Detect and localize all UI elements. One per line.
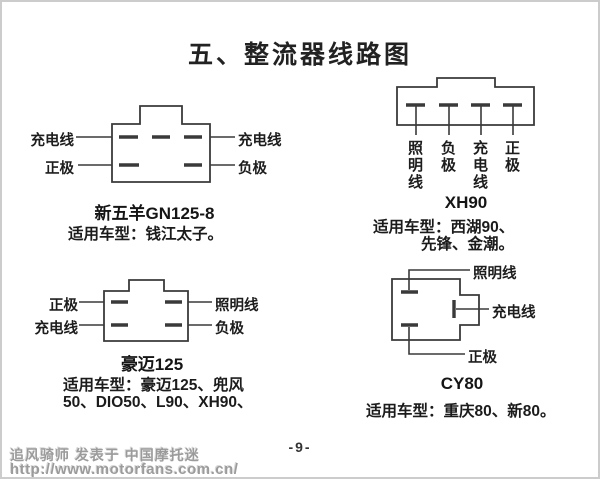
cy80-pin-label-charging: 充电线	[492, 305, 536, 321]
cy80-model-name: CY80	[440, 374, 484, 393]
haomai125-connector	[79, 279, 212, 342]
page-title: 五、整流器线路图	[187, 41, 412, 69]
xh90-applicable-models-line2: 先锋、金潮。	[421, 236, 515, 253]
haomai125-model-name: 豪迈125	[120, 355, 184, 374]
watermark-byline: 追风骑师 发表于 中国摩托迷	[10, 447, 200, 463]
haomai125-applicable-models-line1: 适用车型：豪迈125、兜风	[63, 377, 244, 394]
cy80-pin-label-positive: 正极	[468, 350, 497, 366]
cy80-pin-label-lighting: 照明线	[473, 266, 517, 282]
haomai125-applicable-models-line2: 50、DIO50、L90、XH90、	[63, 394, 253, 411]
xh90-model-name: XH90	[444, 193, 488, 212]
xh90-pin-label-lighting: 照明线	[407, 140, 423, 191]
haomai125-pin-label-positive: 正极	[49, 298, 78, 314]
haomai125-pin-label-charging: 充电线	[34, 321, 79, 337]
gn125-applicable-models: 适用车型：钱江太子。	[68, 226, 224, 243]
xh90-pin-label-positive: 正极	[504, 140, 520, 174]
gn125-pin-label-positive: 正极	[45, 161, 74, 177]
xh90-pin-label-negative: 负极	[440, 140, 456, 174]
haomai125-pin-label-negative: 负极	[215, 321, 244, 337]
xh90-applicable-models-line1: 适用车型：西湖90、	[373, 219, 515, 236]
gn125-model-name: 新五羊GN125-8	[94, 204, 215, 223]
gn125-pin-label-charging-right: 充电线	[238, 133, 282, 149]
page-number: -9-	[288, 439, 312, 455]
gn125-pin-label-negative: 负极	[238, 161, 267, 177]
xh90-pin-label-charging: 充电线	[472, 140, 488, 191]
watermark-url: http://www.motorfans.com.cn/	[10, 461, 239, 478]
gn125-connector	[76, 105, 235, 183]
cy80-applicable-models: 适用车型：重庆80、新80。	[366, 403, 556, 420]
gn125-pin-label-charging-left: 充电线	[30, 133, 75, 149]
xh90-connector	[396, 77, 535, 135]
cy80-connector	[391, 269, 489, 355]
haomai125-pin-label-lighting: 照明线	[215, 298, 259, 314]
